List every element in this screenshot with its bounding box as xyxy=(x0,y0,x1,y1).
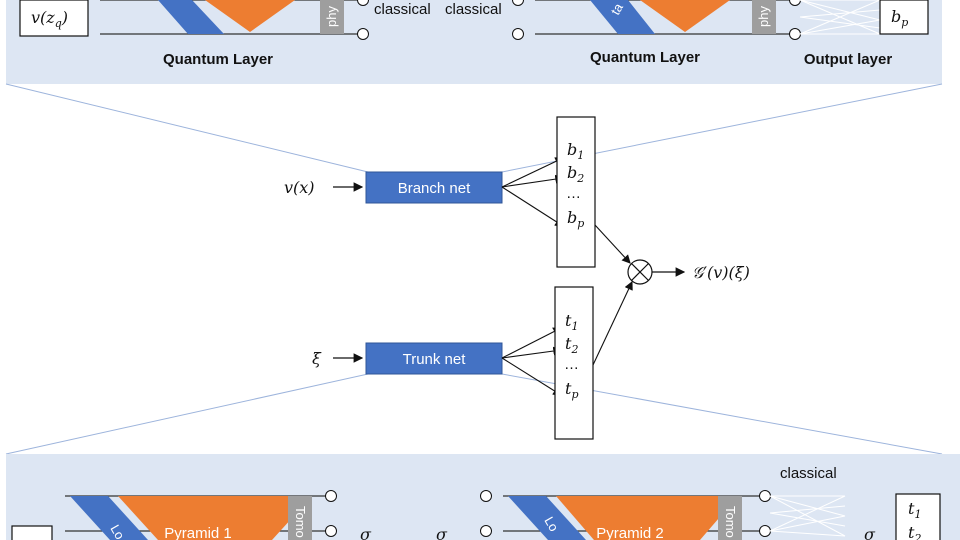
bottom-tomography-label-2: Tomo xyxy=(723,506,738,538)
guide-line-top-left xyxy=(5,83,369,173)
branch-output-ellipsis: … xyxy=(566,185,581,202)
bottom-tomography-label-1: Tomo xyxy=(293,506,308,538)
bottom-sigma-1: σ xyxy=(360,525,372,540)
top-panel xyxy=(6,0,942,84)
top-output-box xyxy=(879,0,929,35)
branch-net-box xyxy=(365,171,503,204)
bottom-pyramid-2 xyxy=(556,496,738,540)
product-node xyxy=(627,259,653,285)
bottom-sigma-2: σ xyxy=(436,525,448,540)
top-quantum-layer-1: Quantum Layer xyxy=(163,51,273,68)
top-pyramid-2 xyxy=(640,0,730,32)
bottom-sigma-3: σ xyxy=(864,525,876,540)
branch-input-label: v(x) xyxy=(284,178,315,197)
branch-output-box xyxy=(556,116,596,268)
bottom-loader-band-1 xyxy=(70,496,148,540)
branch-arrows xyxy=(501,157,565,227)
bottom-loader-label-1: Lo xyxy=(107,522,127,540)
guide-line-bottom-left xyxy=(5,373,369,455)
top-tomography-1 xyxy=(320,0,344,34)
bottom-tomography-2 xyxy=(718,496,742,540)
bottom-output-box xyxy=(895,493,941,540)
bottom-classical: classical xyxy=(780,465,837,482)
top-output-fan xyxy=(799,0,881,35)
top-input-box xyxy=(19,0,89,37)
trunk-net-box xyxy=(365,342,503,375)
top-pyramid-1 xyxy=(205,0,295,32)
trunk-net-label: Trunk net xyxy=(403,351,467,368)
top-quantum-layer-2: Quantum Layer xyxy=(590,49,700,66)
trunk-output-box xyxy=(554,286,594,440)
top-classical-2: classical xyxy=(445,1,502,18)
bottom-loader-label-2: Lo xyxy=(541,514,561,534)
bottom-pyramid-1 xyxy=(118,496,312,540)
top-classical-1: classical xyxy=(374,1,431,18)
bottom-pyramid-label-2: Pyramid 2 xyxy=(596,525,664,540)
operator-output-label: 𝒢′(v)(ξ) xyxy=(692,263,750,282)
top-tomography-tail: phy xyxy=(324,6,339,27)
bottom-loader-band-2 xyxy=(508,496,586,540)
top-loader-band-2 xyxy=(590,0,655,34)
branch-net-label: Branch net xyxy=(398,180,471,197)
bottom-output-fan xyxy=(769,495,846,537)
bottom-tomography-1 xyxy=(288,496,312,540)
top-loader-band-1 xyxy=(158,0,224,34)
top-tomography-tail-2: phy xyxy=(756,6,771,27)
trunk-arrows xyxy=(501,327,563,396)
top-tomography-2 xyxy=(752,0,776,34)
top-input-label: v(zq) xyxy=(31,8,68,30)
bottom-pyramid-label-1: Pyramid 1 xyxy=(164,525,232,540)
top-output-layer-title: Output layer xyxy=(804,51,893,68)
trunk-output-ellipsis: … xyxy=(564,356,579,373)
bottom-input-box xyxy=(11,525,53,540)
trunk-input-label: ξ xyxy=(312,349,322,368)
